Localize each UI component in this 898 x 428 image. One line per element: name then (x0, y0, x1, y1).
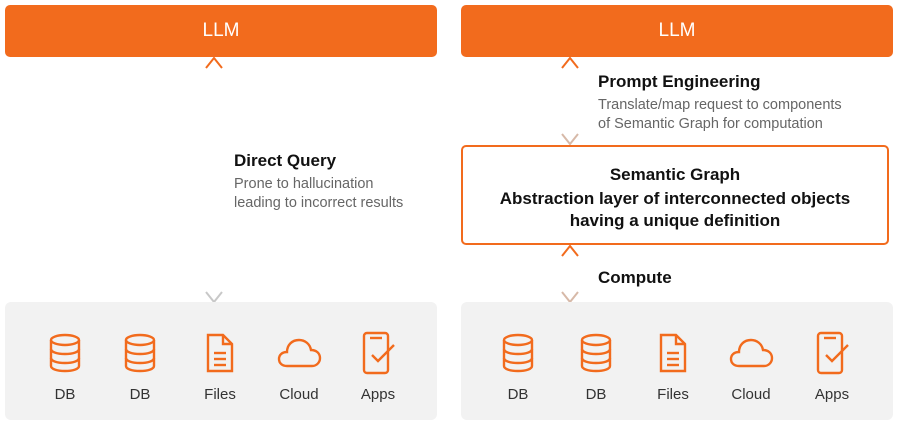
cloud-icon (259, 328, 339, 378)
prompt-engineering-title: Prompt Engineering (598, 72, 761, 91)
mobile-app-icon (338, 328, 418, 378)
semantic-graph-desc: Abstraction layer of interconnected obje… (499, 189, 851, 230)
source-cloud: Cloud (259, 328, 339, 403)
database-icon (100, 328, 180, 378)
llm-box-right: LLM (461, 5, 893, 57)
direct-query-arrow (205, 56, 223, 304)
semantic-graph-box: Semantic Graph Abstraction layer of inte… (461, 145, 889, 245)
source-db: DB (100, 328, 180, 403)
source-db: DB (478, 328, 558, 403)
file-icon (180, 328, 260, 378)
prompt-engineering-desc: Translate/map request to components of S… (598, 97, 842, 132)
source-apps: Apps (338, 328, 418, 403)
compute-arrow (561, 244, 579, 304)
direct-query-title: Direct Query (234, 151, 337, 170)
llm-label: LLM (658, 20, 696, 41)
prompt-engineering-arrow (561, 56, 579, 146)
cloud-icon (711, 328, 791, 378)
llm-box-left: LLM (5, 5, 437, 57)
direct-query-desc: Prone to hallucination leading to incorr… (234, 176, 404, 211)
source-db: DB (25, 328, 105, 403)
semantic-graph-title: Semantic Graph (609, 165, 741, 184)
database-icon (478, 328, 558, 378)
source-cloud: Cloud (711, 328, 791, 403)
llm-label: LLM (202, 20, 240, 41)
source-files: Files (180, 328, 260, 403)
source-db: DB (556, 328, 636, 403)
source-files: Files (633, 328, 713, 403)
data-sources-panel-right: DB DB Files (461, 302, 893, 420)
mobile-app-icon (792, 328, 872, 378)
compute-title: Compute (598, 268, 672, 287)
data-sources-panel-left: DB DB Files (5, 302, 437, 420)
database-icon (25, 328, 105, 378)
database-icon (556, 328, 636, 378)
source-apps: Apps (792, 328, 872, 403)
file-icon (633, 328, 713, 378)
